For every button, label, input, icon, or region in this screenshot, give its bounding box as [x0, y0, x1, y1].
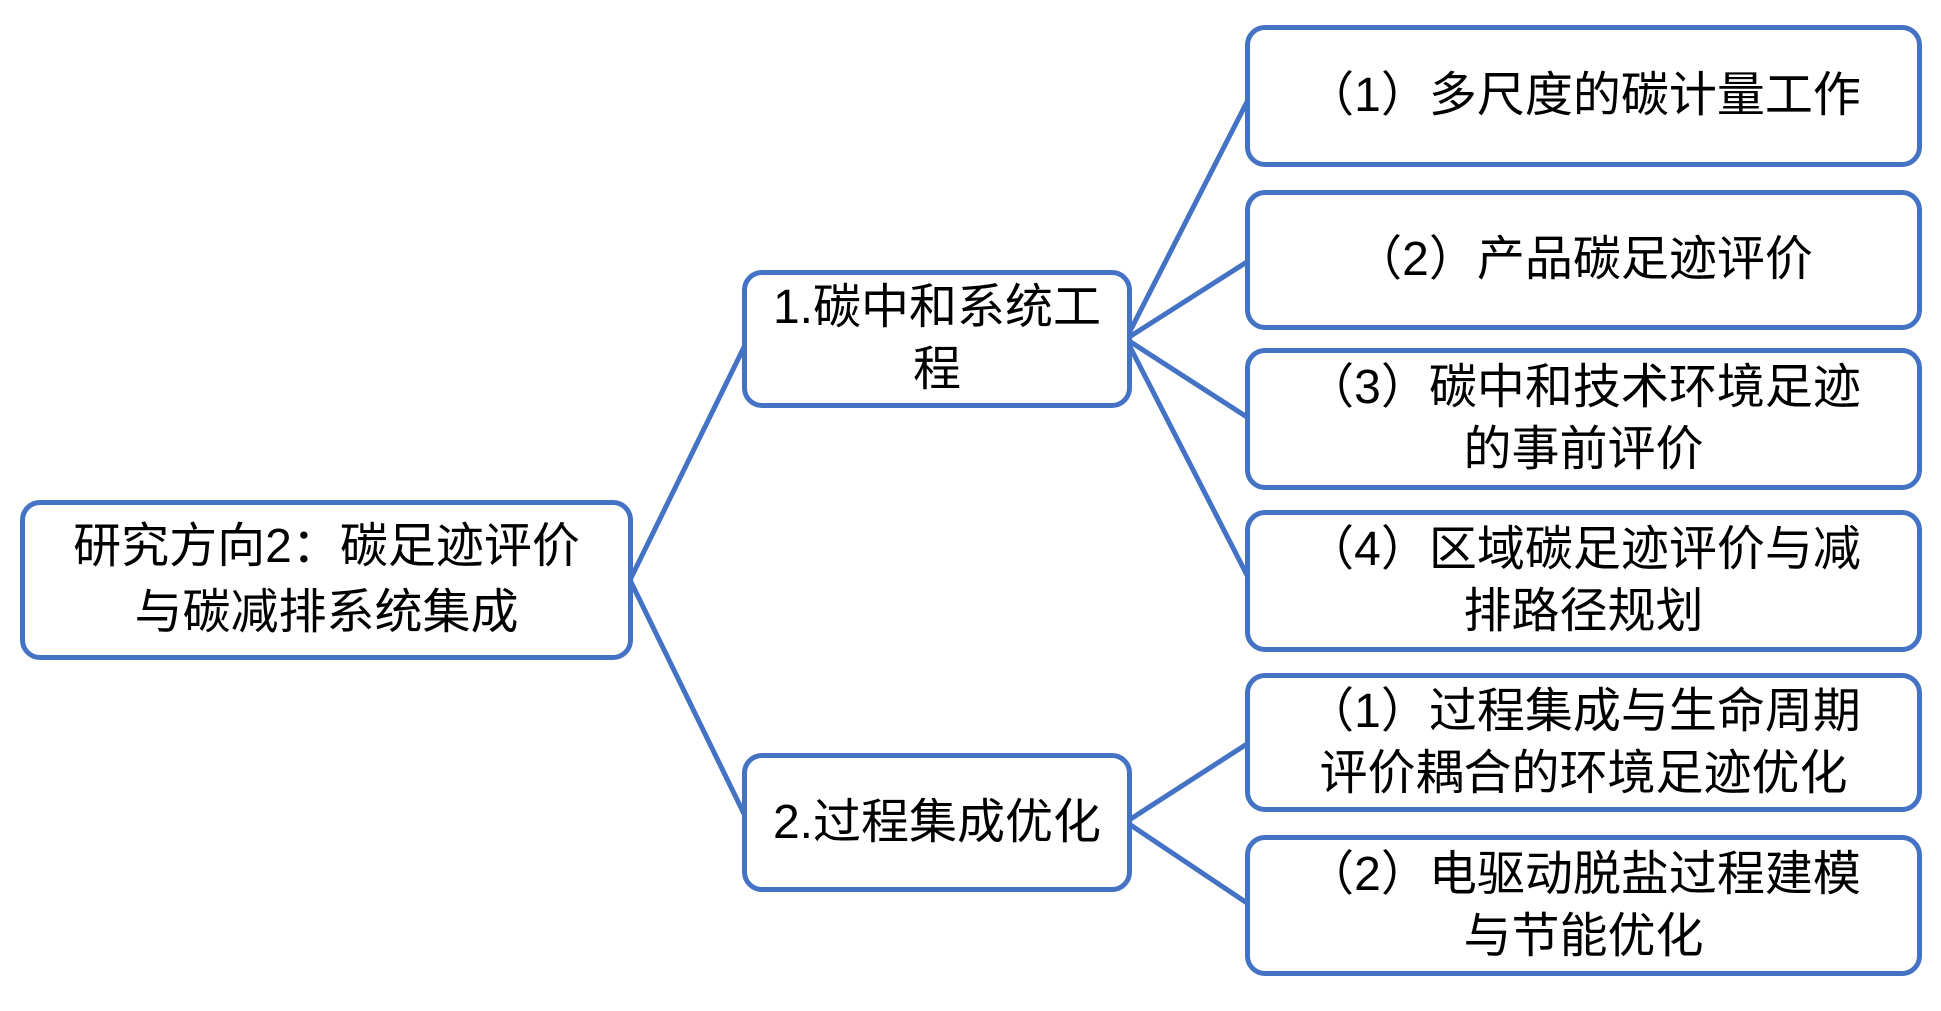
leaf-6-label-line-2: 与节能优化	[1463, 909, 1704, 963]
leaf-4-label-line-2: 排路径规划	[1463, 585, 1704, 638]
leaf-5-label-line-2: 评价耦合的环境足迹优化	[1319, 746, 1848, 800]
leaf-node-product-carbon-footprint-evaluation: （2）产品碳足迹评价	[1245, 190, 1922, 330]
leaf-node-ex-ante-environmental-footprint-evaluation: （3）碳中和技术环境足迹 的事前评价	[1245, 348, 1922, 490]
leaf-2-label: （2）产品碳足迹评价	[1354, 233, 1813, 286]
leaf-1-label: （1）多尺度的碳计量工作	[1306, 69, 1861, 122]
leaf-4-label-line-1: （4）区域碳足迹评价与减	[1306, 523, 1861, 576]
root-node-label-line-1: 研究方向2：碳足迹评价	[73, 520, 580, 573]
leaf-node-regional-footprint-and-mitigation-path-planning: （4）区域碳足迹评价与减 排路径规划	[1245, 510, 1922, 652]
branch-2-label: 2.过程集成优化	[772, 795, 1102, 849]
leaf-node-multiscale-carbon-accounting: （1）多尺度的碳计量工作	[1245, 25, 1922, 167]
branch-node-carbon-neutral-systems-engineering: 1.碳中和系统工 程	[742, 270, 1132, 408]
leaf-3-label-line-2: 的事前评价	[1463, 423, 1704, 476]
leaf-node-process-integration-lca-coupled-footprint-optimization: （1）过程集成与生命周期 评价耦合的环境足迹优化	[1245, 673, 1922, 812]
branch-1-label-line-2: 程	[912, 343, 961, 396]
root-node-research-direction-2: 研究方向2：碳足迹评价 与碳减排系统集成	[20, 500, 633, 660]
branch-1-label-line-1: 1.碳中和系统工	[772, 281, 1102, 334]
leaf-6-label-line-1: （2）电驱动脱盐过程建模	[1306, 847, 1861, 901]
leaf-node-electrodriven-desalination-modeling-energy-saving: （2）电驱动脱盐过程建模 与节能优化	[1245, 835, 1922, 976]
branch-node-process-integration-optimization: 2.过程集成优化	[742, 753, 1132, 892]
leaf-3-label-line-1: （3）碳中和技术环境足迹	[1306, 361, 1861, 414]
leaf-5-label-line-1: （1）过程集成与生命周期	[1306, 684, 1861, 738]
root-node-label-line-2: 与碳减排系统集成	[134, 586, 519, 639]
